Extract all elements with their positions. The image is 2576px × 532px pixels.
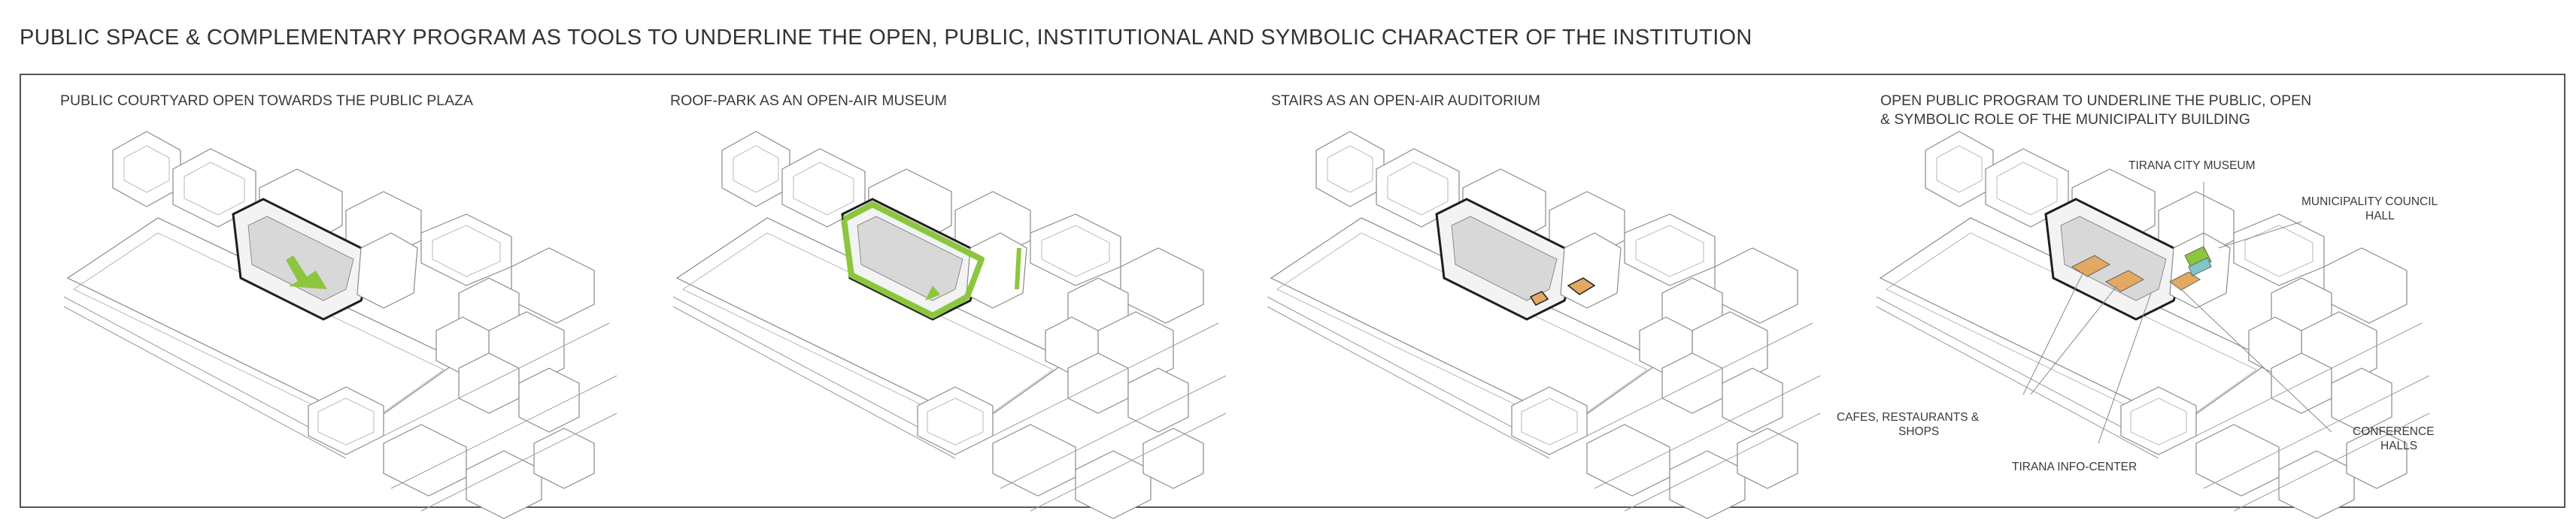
roof-park-highlight-2 bbox=[1015, 247, 1021, 290]
council-highlight bbox=[2188, 257, 2212, 277]
label-tirana-city-museum: TIRANA CITY MUSEUM bbox=[2128, 159, 2256, 172]
panel-1-title: PUBLIC COURTYARD OPEN TOWARDS THE PUBLIC… bbox=[60, 92, 474, 109]
stairs-highlight bbox=[1567, 277, 1596, 295]
green-arrow-icon bbox=[925, 286, 940, 301]
label-conference-line2: HALLS bbox=[2380, 440, 2418, 452]
cafes-highlight-2 bbox=[2104, 270, 2145, 292]
panel-1-drawing bbox=[63, 131, 617, 519]
panel-4-title-line1: OPEN PUBLIC PROGRAM TO UNDERLINE THE PUB… bbox=[1880, 92, 2312, 109]
label-cafes-line1: CAFES, RESTAURANTS & bbox=[1837, 411, 1980, 424]
roof-park-highlight bbox=[841, 201, 985, 319]
page-title: PUBLIC SPACE & COMPLEMENTARY PROGRAM AS … bbox=[20, 26, 1752, 50]
panel-2-drawing bbox=[672, 131, 1227, 519]
panel-4-drawing bbox=[1876, 131, 2430, 519]
label-tirana-info-center: TIRANA INFO-CENTER bbox=[2012, 461, 2138, 473]
diagram-frame bbox=[20, 74, 2565, 508]
panel-3-title: STAIRS AS AN OPEN-AIR AUDITORIUM bbox=[1271, 92, 1540, 109]
cafes-highlight bbox=[2071, 255, 2111, 277]
stairs-highlight-2 bbox=[1529, 291, 1549, 306]
panel-2-title: ROOF-PARK AS AN OPEN-AIR MUSEUM bbox=[670, 92, 948, 109]
conference-highlight bbox=[2169, 271, 2201, 291]
label-conference-line1: CONFERENCE bbox=[2353, 425, 2435, 438]
label-council-line2: HALL bbox=[2365, 210, 2395, 222]
label-council-line1: MUNICIPALITY COUNCIL bbox=[2301, 195, 2438, 208]
label-cafes-line2: SHOPS bbox=[1898, 425, 1940, 438]
panel-4-title-line2: & SYMBOLIC ROLE OF THE MUNICIPALITY BUIL… bbox=[1880, 111, 2250, 128]
green-arrow-icon bbox=[286, 255, 327, 289]
panel-3-drawing bbox=[1267, 131, 1821, 519]
